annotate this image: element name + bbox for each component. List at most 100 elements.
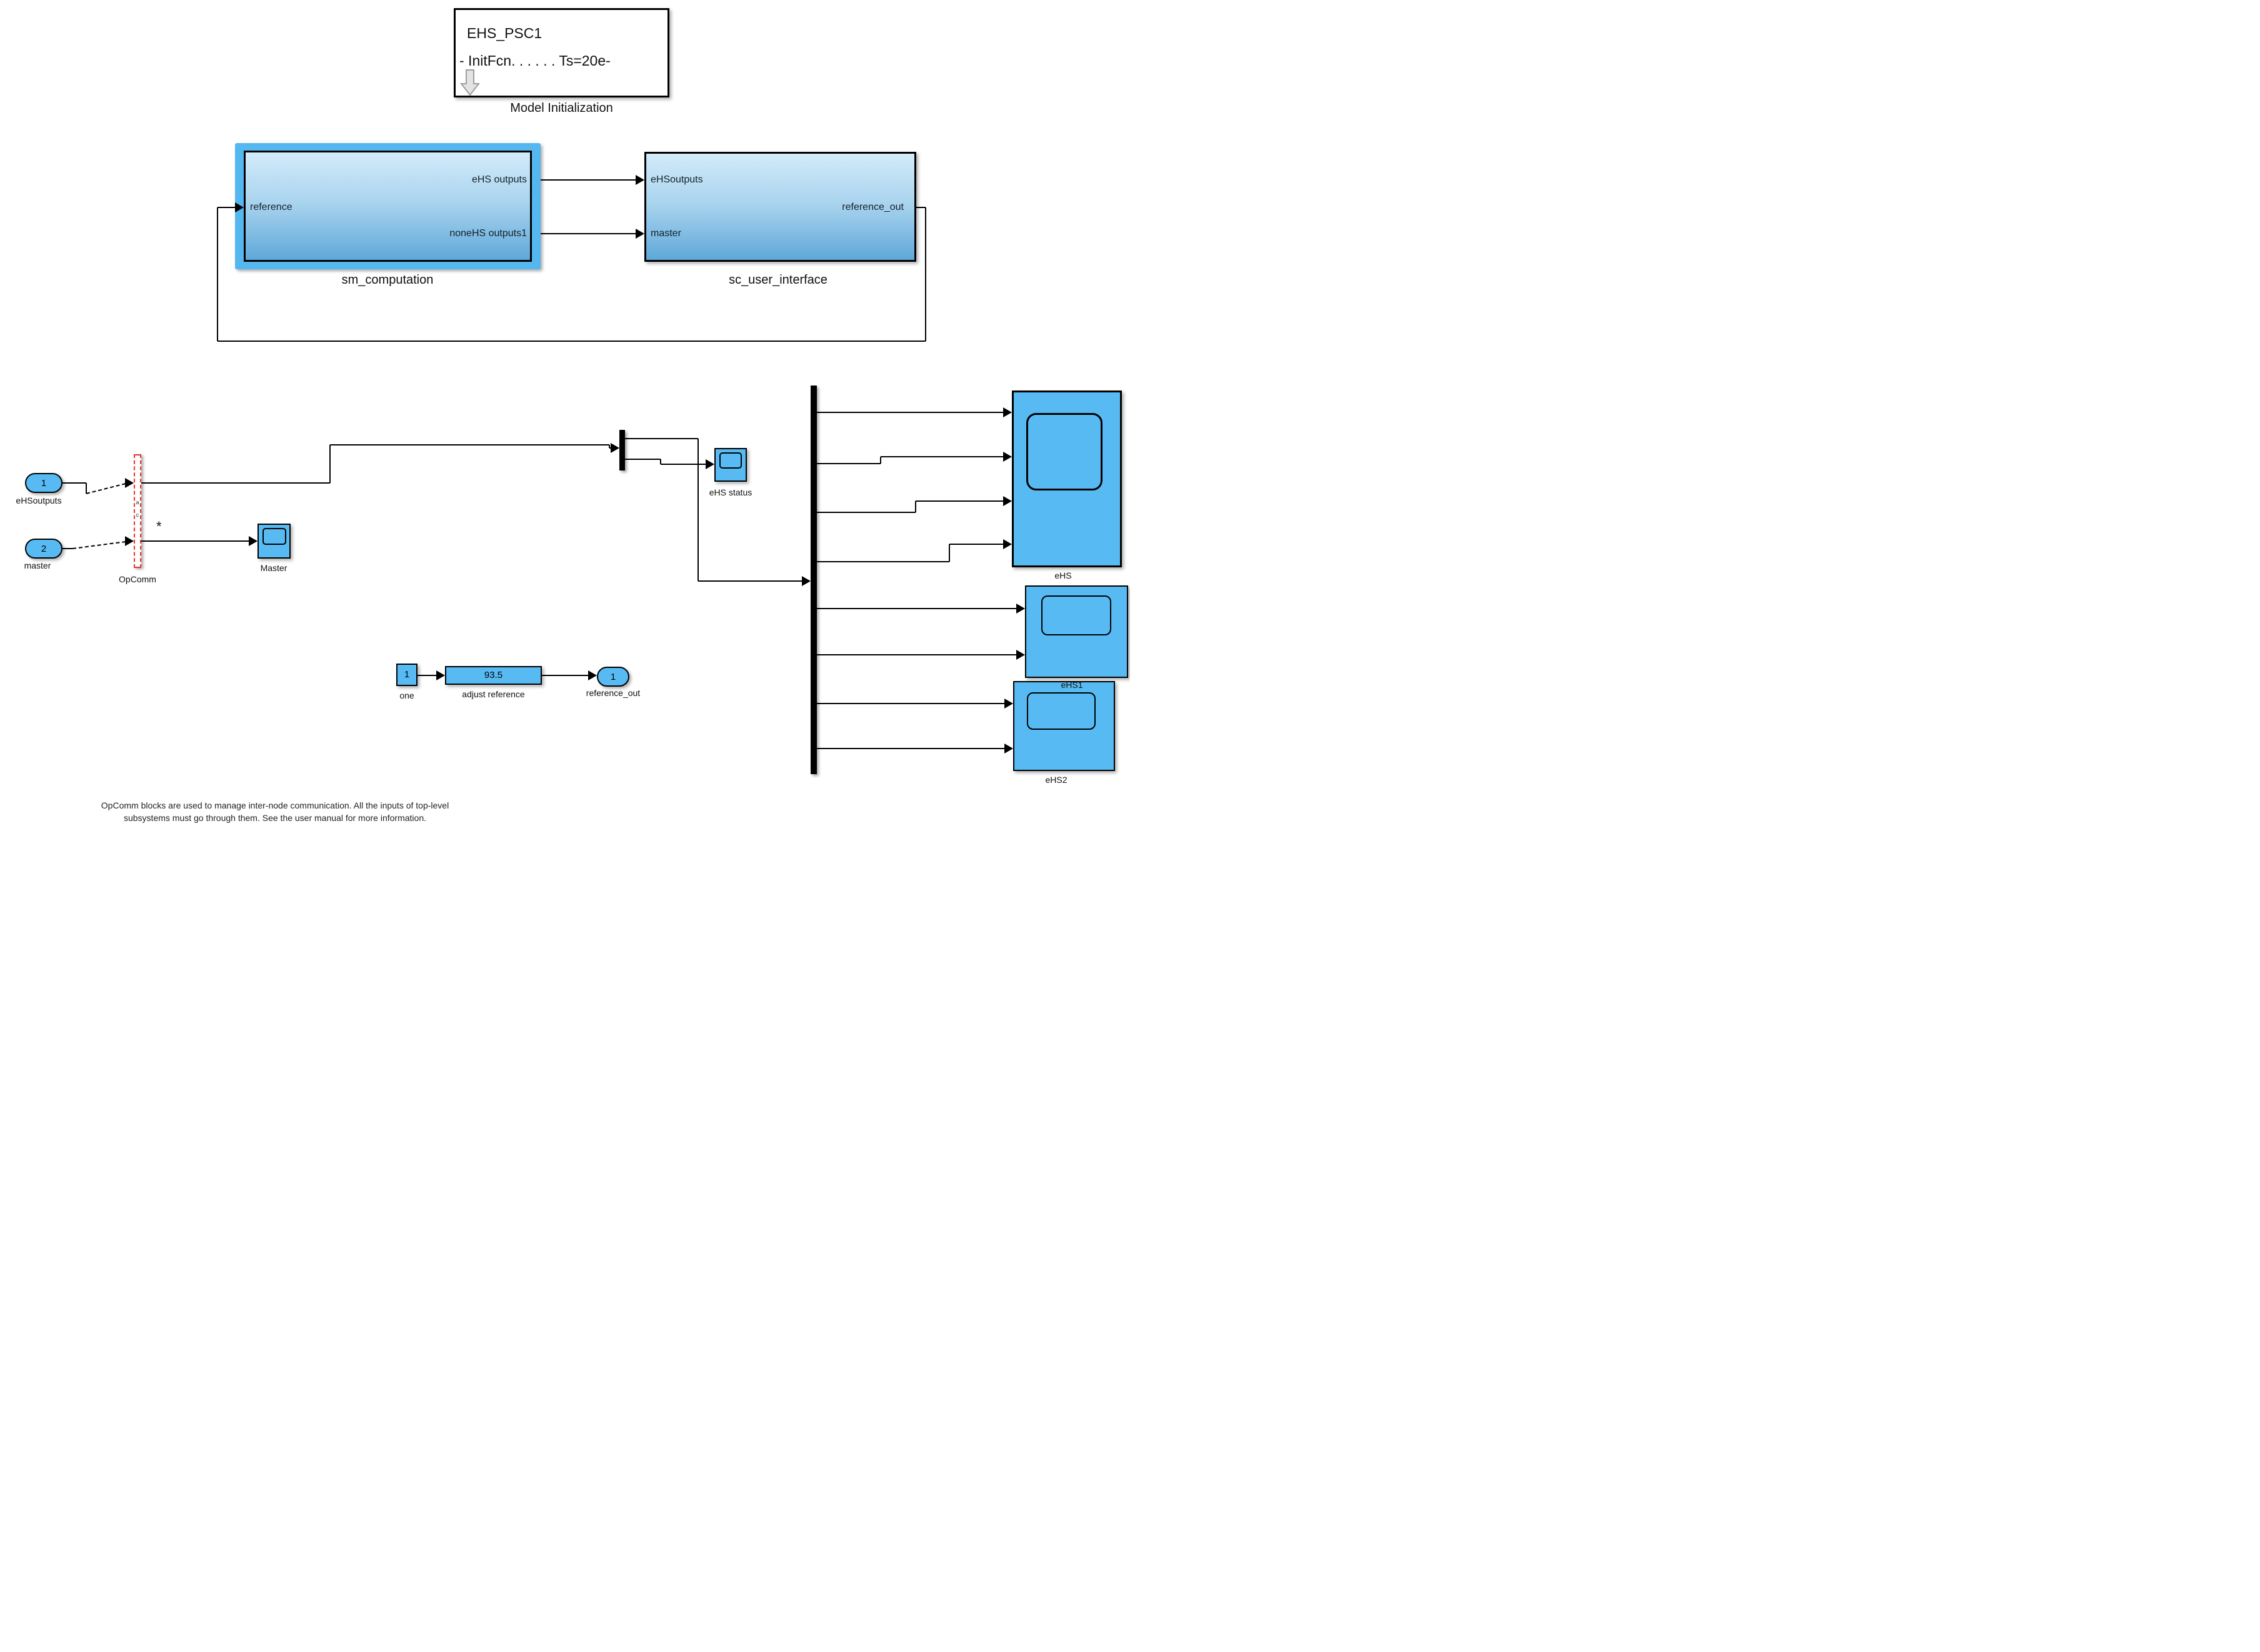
adjust-reference-value: 93.5 <box>484 670 503 680</box>
ehs-status-scope-label[interactable]: eHS status <box>709 487 752 497</box>
wire-segment[interactable] <box>541 179 636 181</box>
wire-segment[interactable] <box>817 703 1005 704</box>
wire-segment[interactable] <box>881 456 1004 457</box>
wire-segment[interactable] <box>86 483 126 494</box>
master-scope-block[interactable] <box>258 524 291 559</box>
wire-segment[interactable] <box>817 561 949 562</box>
inport-2-label[interactable]: master <box>24 560 51 570</box>
sm-computation-label[interactable]: sm_computation <box>341 273 434 287</box>
wire-segment[interactable] <box>72 541 126 549</box>
wire-segment[interactable] <box>916 500 1004 502</box>
inport-1-number: 1 <box>41 478 47 489</box>
annotation-line2: subsystems must go through them. See the… <box>123 813 426 823</box>
sc-port-ehsoutputs: eHSoutputs <box>651 174 703 185</box>
wire-arrowhead <box>588 670 597 680</box>
demux-bar[interactable] <box>619 430 625 470</box>
ehs1-scope-label[interactable]: eHS1 <box>1061 680 1083 690</box>
wire-segment[interactable] <box>625 459 661 460</box>
wire-segment[interactable] <box>915 501 916 512</box>
wire-segment[interactable] <box>817 654 1017 655</box>
inport-2-number: 2 <box>41 544 47 554</box>
sc-port-reference-out: reference_out <box>842 202 904 212</box>
wire-arrowhead <box>1003 407 1012 417</box>
outport-1-label[interactable]: reference_out <box>586 688 641 698</box>
wire-segment[interactable] <box>698 580 802 582</box>
opcomm-icon-char-c: c <box>136 512 139 518</box>
wire-arrowhead <box>436 670 445 680</box>
ehs-scope-block[interactable] <box>1012 391 1122 567</box>
sc-user-interface-label[interactable]: sc_user_interface <box>729 273 828 287</box>
wire-segment[interactable] <box>86 483 87 494</box>
wire-segment[interactable] <box>660 459 661 464</box>
opcomm-icon-char-a: a <box>136 499 139 505</box>
sm-port-ehs-outputs: eHS outputs <box>471 174 527 185</box>
opcomm-block[interactable]: a c <box>134 454 141 568</box>
wire-segment[interactable] <box>418 675 437 676</box>
wire-arrowhead <box>1016 604 1025 614</box>
wire-arrowhead <box>249 536 258 546</box>
wire-segment[interactable] <box>817 608 1017 609</box>
wire-segment[interactable] <box>817 512 916 513</box>
inport-2-master[interactable]: 2 <box>25 539 62 559</box>
model-init-label[interactable]: Model Initialization <box>510 101 613 115</box>
model-initialization-block[interactable]: EHS_PSC1 - InitFcn. . . . . . Ts=20e- <box>454 8 669 97</box>
wire-segment[interactable] <box>698 439 699 581</box>
wire-segment[interactable] <box>141 540 249 542</box>
model-init-subtitle: - InitFcn. . . . . . Ts=20e- <box>459 52 611 69</box>
one-constant-label[interactable]: one <box>399 690 414 700</box>
sc-port-master: master <box>651 228 681 239</box>
asterisk-marker: * <box>156 519 162 534</box>
wire-segment[interactable] <box>949 544 950 562</box>
adjust-reference-block[interactable]: 93.5 <box>445 666 542 685</box>
master-scope-label[interactable]: Master <box>260 563 288 573</box>
wire-segment[interactable] <box>625 438 698 439</box>
one-constant-block[interactable]: 1 <box>396 664 418 686</box>
sm-port-reference: reference <box>250 202 292 212</box>
wire-segment[interactable] <box>141 482 330 484</box>
opcomm-label[interactable]: OpComm <box>119 574 156 584</box>
wire-segment[interactable] <box>817 412 1004 413</box>
ehs1-scope-screen-icon <box>1041 595 1111 635</box>
ehs-scope-label[interactable]: eHS <box>1054 570 1072 580</box>
wire-segment[interactable] <box>880 457 881 464</box>
wire-segment[interactable] <box>609 447 611 449</box>
wire-segment[interactable] <box>541 233 636 234</box>
inport-1-label[interactable]: eHSoutputs <box>16 495 62 505</box>
wire-arrowhead <box>125 536 134 546</box>
wire-segment[interactable] <box>62 548 72 549</box>
wire-segment[interactable] <box>817 748 1005 749</box>
wire-segment[interactable] <box>609 445 610 448</box>
wire-arrowhead <box>1003 496 1012 506</box>
wire-segment[interactable] <box>925 207 926 341</box>
ehs-status-scope-block[interactable] <box>714 448 747 482</box>
ehs1-scope-block[interactable] <box>1025 585 1128 678</box>
wire-arrowhead <box>235 202 244 212</box>
wire-segment[interactable] <box>817 463 881 464</box>
wire-arrowhead <box>1003 539 1012 549</box>
bus-bar[interactable] <box>811 386 817 774</box>
ehs2-scope-label[interactable]: eHS2 <box>1045 775 1068 785</box>
one-constant-value: 1 <box>404 669 410 680</box>
sm-computation-block[interactable] <box>244 151 532 262</box>
master-scope-screen-icon <box>262 528 286 545</box>
wire-segment[interactable] <box>916 207 926 208</box>
wire-segment[interactable] <box>330 444 609 445</box>
wire-segment[interactable] <box>217 207 218 341</box>
wire-segment[interactable] <box>329 445 331 483</box>
wire-arrowhead <box>636 229 644 239</box>
wire-segment[interactable] <box>949 544 1004 545</box>
inport-1-ehsoutputs[interactable]: 1 <box>25 473 62 493</box>
sm-port-nonehs-outputs1: noneHS outputs1 <box>449 228 527 239</box>
wire-segment[interactable] <box>62 482 86 484</box>
adjust-reference-label[interactable]: adjust reference <box>462 689 525 699</box>
wire-segment[interactable] <box>542 675 589 676</box>
outport-1-reference-out[interactable]: 1 <box>597 667 629 687</box>
wire-segment[interactable] <box>218 341 926 342</box>
wire-arrowhead <box>636 175 644 185</box>
ehs2-scope-block[interactable] <box>1013 681 1115 771</box>
wire-segment[interactable] <box>218 207 236 208</box>
sc-user-interface-block[interactable] <box>644 152 916 262</box>
wire-segment[interactable] <box>661 464 706 465</box>
model-canvas: EHS_PSC1 - InitFcn. . . . . . Ts=20e- Mo… <box>0 0 1130 826</box>
wire-arrowhead <box>1004 699 1013 709</box>
